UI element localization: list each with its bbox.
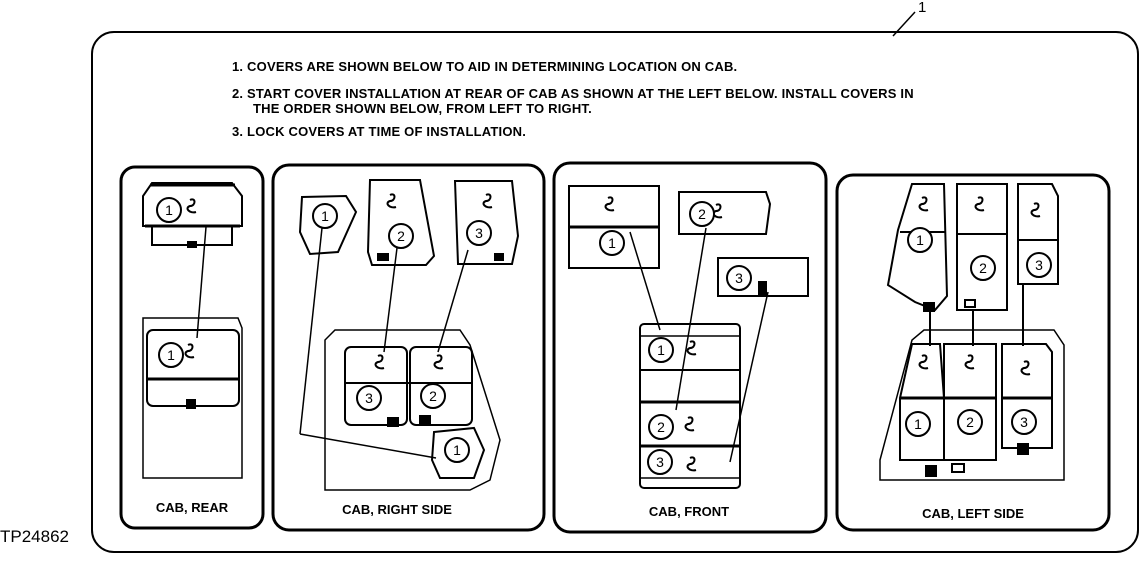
cover-number-circle [156, 197, 182, 223]
cover-2-installed [943, 343, 997, 461]
cover-number-circle [356, 385, 382, 411]
cover-number-circle [1026, 252, 1052, 278]
instruction-2-continued: THE ORDER SHOWN BELOW, FROM LEFT TO RIGH… [253, 101, 592, 116]
panel-cab-right-side [271, 163, 546, 532]
cover-1-loose [298, 194, 358, 256]
cover-number-label: 1 [916, 232, 924, 248]
cover-number-label: 1 [657, 342, 665, 358]
cover-number-circle [726, 265, 752, 291]
cover-number-label: 2 [966, 414, 974, 430]
cover-2-loose [956, 183, 1008, 311]
cover-number-circle [689, 201, 715, 227]
cover-number-label: 1 [321, 208, 329, 224]
panel-caption: CAB, LEFT SIDE [922, 506, 1024, 521]
cover-number-label: 2 [429, 388, 437, 404]
cover-number-label: 3 [475, 225, 483, 241]
cover-number-circle [466, 220, 492, 246]
cover-number-circle [647, 449, 673, 475]
cover-number-circle [312, 203, 338, 229]
instruction-1: 1. COVERS ARE SHOWN BELOW TO AID IN DETE… [232, 59, 738, 74]
panel-cab-rear [119, 165, 265, 530]
cover-number-circle [970, 255, 996, 281]
cover-1-installed [430, 426, 486, 479]
cover-number-circle [957, 409, 983, 435]
panel-frame [552, 161, 828, 534]
cover-number-label: 1 [453, 442, 461, 458]
cover-1-loose [142, 182, 243, 246]
cover-number-circle [907, 227, 933, 253]
panel-frame [835, 173, 1111, 532]
cover-number-label: 3 [1020, 414, 1028, 430]
cover-number-circle [420, 383, 446, 409]
cover-number-label: 2 [698, 206, 706, 222]
cover-number-circle [1011, 409, 1037, 435]
cover-number-circle [444, 437, 470, 463]
cover-number-circle [648, 414, 674, 440]
cover-2-loose [366, 179, 436, 266]
cover-number-label: 2 [397, 228, 405, 244]
cover-number-label: 1 [914, 416, 922, 432]
leader-line [196, 226, 207, 339]
callout-leader [892, 11, 916, 37]
cover-number-circle [388, 223, 414, 249]
outer-frame [91, 31, 1139, 553]
cover-number-circle [648, 337, 674, 363]
cover-3-installed [1001, 343, 1053, 449]
panel-caption: CAB, REAR [156, 500, 229, 515]
cover-3-installed [344, 346, 408, 426]
panel-cab-left-side [835, 173, 1111, 532]
cover-1-installed [146, 329, 240, 407]
cab-rear-outline [142, 317, 243, 479]
cover-number-label: 1 [608, 235, 616, 251]
cover-number-label: 1 [165, 202, 173, 218]
instruction-3: 3. LOCK COVERS AT TIME OF INSTALLATION. [232, 124, 527, 139]
figure-id: TP24862 [0, 527, 69, 546]
cover-2-installed [409, 346, 473, 426]
cover-3-loose [453, 180, 520, 265]
callout-number: 1 [918, 0, 926, 16]
cover-number-circle [599, 230, 625, 256]
cover-2-loose [678, 191, 772, 235]
cab-right-outline [324, 329, 501, 491]
cover-3-loose [717, 257, 809, 297]
panel-caption: CAB, FRONT [649, 504, 729, 519]
cover-number-circle [158, 342, 184, 368]
cover-number-label: 2 [657, 419, 665, 435]
cover-number-label: 3 [656, 454, 664, 470]
panel-cab-front [552, 161, 828, 534]
cover-number-label: 3 [735, 270, 743, 286]
cab-left-outline [879, 329, 1065, 481]
cover-number-circle [905, 411, 931, 437]
panel-frame [119, 165, 265, 530]
instruction-2: 2. START COVER INSTALLATION AT REAR OF C… [232, 86, 914, 101]
cover-number-label: 3 [365, 390, 373, 406]
cover-number-label: 3 [1035, 257, 1043, 273]
panel-caption: CAB, RIGHT SIDE [342, 502, 452, 517]
panel-frame [271, 163, 546, 532]
cover-number-label: 1 [167, 347, 175, 363]
cover-number-label: 2 [979, 260, 987, 276]
